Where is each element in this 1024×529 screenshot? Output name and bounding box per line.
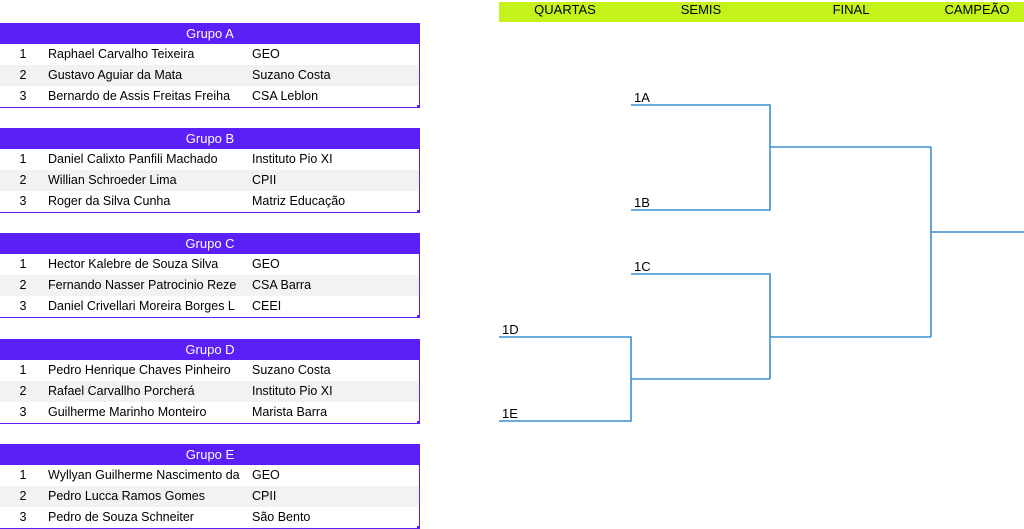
group-title: Grupo B: [0, 128, 420, 149]
bracket-connectors: [499, 104, 1024, 422]
player-name-cell: Pedro de Souza Schneiter: [48, 510, 194, 524]
group-body: 1 Hector Kalebre de Souza Silva GEO 2 Fe…: [0, 254, 420, 318]
position-cell: 3: [19, 510, 27, 524]
table-row: 3 Bernardo de Assis Freitas Freiha CSA L…: [0, 86, 419, 107]
position-cell: 2: [19, 278, 27, 292]
group-body: 1 Raphael Carvalho Teixeira GEO 2 Gustav…: [0, 44, 420, 108]
group-body: 1 Pedro Henrique Chaves Pinheiro Suzano …: [0, 360, 420, 424]
stage-final-label: FINAL: [832, 2, 870, 17]
player-name-cell: Hector Kalebre de Souza Silva: [48, 257, 219, 271]
group-body: 1 Wyllyan Guilherme Nascimento da GEO 2 …: [0, 465, 420, 529]
table-row: 2 Fernando Nasser Patrocinio Reze CSA Ba…: [0, 275, 419, 296]
player-name-cell: Daniel Calixto Panfili Machado: [48, 152, 218, 166]
club-cell: GEO: [252, 468, 280, 482]
group-body: 1 Daniel Calixto Panfili Machado Institu…: [0, 149, 420, 213]
player-name-cell: Gustavo Aguiar da Mata: [48, 68, 183, 82]
group-d-table: Grupo D 1 Pedro Henrique Chaves Pinheiro…: [0, 339, 420, 424]
table-row: 3 Guilherme Marinho Monteiro Marista Bar…: [0, 402, 419, 423]
player-name-cell: Daniel Crivellari Moreira Borges L: [48, 299, 235, 313]
player-name-cell: Rafael Carvallho Porcherá: [48, 384, 195, 398]
player-name-cell: Guilherme Marinho Monteiro: [48, 405, 207, 419]
group-e-table: Grupo E 1 Wyllyan Guilherme Nascimento d…: [0, 444, 420, 529]
position-cell: 1: [19, 257, 27, 271]
table-row: 1 Hector Kalebre de Souza Silva GEO: [0, 254, 419, 275]
club-cell: Matriz Educação: [252, 194, 346, 208]
table-row: 2 Rafael Carvallho Porcherá Instituto Pi…: [0, 381, 419, 402]
player-name-cell: Fernando Nasser Patrocinio Reze: [48, 278, 237, 292]
stage-header-bar: [499, 2, 1024, 22]
group-title: Grupo D: [0, 339, 420, 360]
position-cell: 3: [19, 194, 27, 208]
group-title: Grupo E: [0, 444, 420, 465]
club-cell: CSA Leblon: [252, 89, 319, 103]
position-cell: 3: [19, 89, 27, 103]
club-cell: CSA Barra: [252, 278, 312, 292]
club-cell: Suzano Costa: [252, 68, 331, 82]
table-row: 1 Daniel Calixto Panfili Machado Institu…: [0, 149, 419, 170]
player-name-cell: Bernardo de Assis Freitas Freiha: [48, 89, 231, 103]
seed-1e-label: 1E: [502, 406, 518, 421]
club-cell: GEO: [252, 47, 280, 61]
club-cell: Instituto Pio XI: [252, 152, 333, 166]
club-cell: GEO: [252, 257, 280, 271]
seed-1c-label: 1C: [634, 259, 651, 274]
club-cell: CPII: [252, 489, 277, 503]
seed-1d-label: 1D: [502, 322, 519, 337]
table-row: 3 Roger da Silva Cunha Matriz Educação: [0, 191, 419, 212]
player-name-cell: Pedro Lucca Ramos Gomes: [48, 489, 206, 503]
position-cell: 3: [19, 299, 27, 313]
club-cell: Marista Barra: [252, 405, 328, 419]
stage-campeao-label: CAMPEÃO: [944, 2, 1010, 17]
player-name-cell: Pedro Henrique Chaves Pinheiro: [48, 363, 231, 377]
position-cell: 2: [19, 68, 27, 82]
table-row: 3 Pedro de Souza Schneiter São Bento: [0, 507, 419, 528]
club-cell: Instituto Pio XI: [252, 384, 333, 398]
player-name-cell: Wyllyan Guilherme Nascimento da: [48, 468, 240, 482]
table-row: 2 Willian Schroeder Lima CPII: [0, 170, 419, 191]
position-cell: 2: [19, 173, 27, 187]
group-b-table: Grupo B 1 Daniel Calixto Panfili Machado…: [0, 128, 420, 213]
bracket-line-1c: [631, 273, 771, 379]
bracket-line-1a-1b: [631, 104, 771, 211]
table-row: 1 Wyllyan Guilherme Nascimento da GEO: [0, 465, 419, 486]
club-cell: CEEI: [252, 299, 282, 313]
group-a-table: Grupo A 1 Raphael Carvalho Teixeira GEO …: [0, 23, 420, 108]
player-name-cell: Willian Schroeder Lima: [48, 173, 177, 187]
seed-1b-label: 1B: [634, 195, 650, 210]
table-row: 3 Daniel Crivellari Moreira Borges L CEE…: [0, 296, 419, 317]
table-row: 2 Gustavo Aguiar da Mata Suzano Costa: [0, 65, 419, 86]
seed-1a-label: 1A: [634, 90, 650, 105]
position-cell: 2: [19, 489, 27, 503]
table-row: 1 Pedro Henrique Chaves Pinheiro Suzano …: [0, 360, 419, 381]
club-cell: São Bento: [252, 510, 311, 524]
club-cell: CPII: [252, 173, 277, 187]
group-c-table: Grupo C 1 Hector Kalebre de Souza Silva …: [0, 233, 420, 318]
stage-semis-label: SEMIS: [680, 2, 722, 17]
table-row: 1 Raphael Carvalho Teixeira GEO: [0, 44, 419, 65]
position-cell: 2: [19, 384, 27, 398]
position-cell: 1: [19, 363, 27, 377]
bracket-line-1d: [499, 336, 632, 422]
position-cell: 1: [19, 468, 27, 482]
group-title: Grupo A: [0, 23, 420, 44]
player-name-cell: Roger da Silva Cunha: [48, 194, 171, 208]
group-title: Grupo C: [0, 233, 420, 254]
club-cell: Suzano Costa: [252, 363, 331, 377]
position-cell: 3: [19, 405, 27, 419]
stage-quartas-label: QUARTAS: [534, 2, 596, 17]
table-row: 2 Pedro Lucca Ramos Gomes CPII: [0, 486, 419, 507]
position-cell: 1: [19, 47, 27, 61]
player-name-cell: Raphael Carvalho Teixeira: [48, 47, 195, 61]
position-cell: 1: [19, 152, 27, 166]
